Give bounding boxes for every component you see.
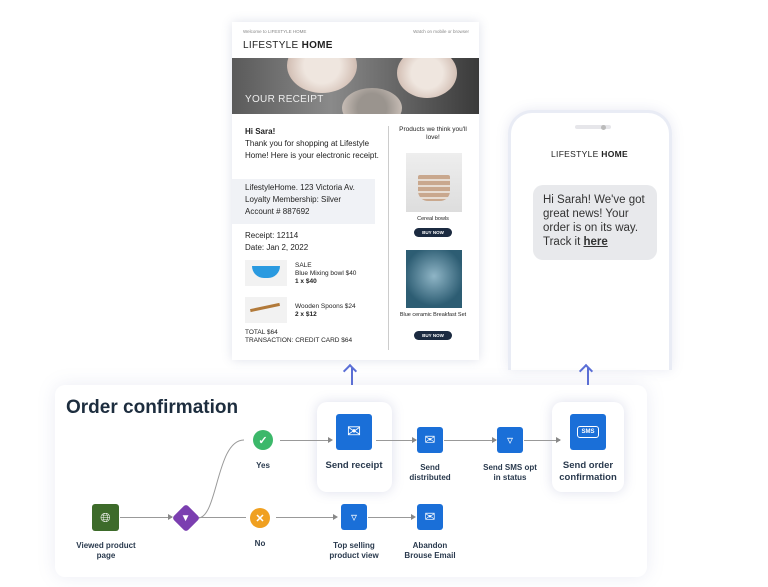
email-send-icon[interactable]: ✉ — [417, 427, 443, 453]
welcome-text: Welcome to LIFESTYLE HOME — [243, 29, 307, 34]
node-label: Send order confirmation — [559, 460, 617, 483]
connector — [444, 440, 496, 441]
email-send-icon[interactable]: ✉ — [336, 414, 372, 450]
sms-brand-logo: LIFESTYLE HOME — [551, 149, 628, 159]
arrowhead — [492, 437, 497, 443]
filter-icon[interactable]: ▿ — [341, 504, 367, 530]
email-brand-logo: LIFESTYLE HOME — [243, 40, 333, 51]
column-divider — [388, 126, 389, 350]
connector — [198, 517, 246, 518]
email-send-icon[interactable]: ✉ — [417, 504, 443, 530]
node-label: Abandon Brouse Email — [404, 541, 456, 560]
connector — [524, 440, 560, 441]
flow-title: Order confirmation — [66, 397, 239, 418]
arrow-up-icon — [587, 368, 589, 396]
phone-camera — [601, 125, 606, 130]
check-icon: ✓ — [253, 430, 273, 450]
x-icon: ✕ — [250, 508, 270, 528]
breakfast-set-image — [406, 250, 462, 308]
arrowhead — [168, 514, 173, 520]
node-label: No — [254, 539, 266, 548]
intro-text: Thank you for shopping at Lifestyle Home… — [245, 139, 379, 160]
mixing-bowl-image — [245, 260, 287, 286]
account-info: LifestyleHome. 123 Victoria Av.Loyalty M… — [232, 179, 375, 224]
node-label: Send distributed — [409, 463, 451, 482]
node-label: Send receipt — [325, 460, 383, 471]
receipt-banner: YOUR RECEIPT — [232, 58, 479, 114]
arrow-up-icon — [351, 368, 353, 396]
track-link[interactable]: here — [583, 236, 608, 248]
watch-link[interactable]: Watch on mobile or browser — [413, 29, 469, 34]
globe-icon[interactable]: 🌐︎ — [92, 504, 119, 531]
arrowhead — [412, 437, 417, 443]
cereal-bowls-image — [406, 153, 462, 212]
arrowhead — [328, 437, 333, 443]
connector — [368, 517, 414, 518]
arrowhead — [333, 514, 338, 520]
product-name: Cereal bowls — [417, 216, 449, 222]
sms-message-bubble: Hi Sarah! We've got great news! Your ord… — [533, 185, 657, 260]
greeting-block: Hi Sara! Thank you for shopping at Lifes… — [245, 126, 380, 162]
product-name: Blue ceramic Breakfast Set — [399, 312, 467, 318]
connector — [120, 517, 172, 518]
connector — [376, 440, 416, 441]
node-label: Viewed product page — [76, 541, 136, 560]
connector — [276, 517, 336, 518]
arrowhead — [556, 437, 561, 443]
recommend-title: Products we think you'll love! — [399, 126, 467, 141]
email-receipt-preview: Welcome to LIFESTYLE HOME Watch on mobil… — [232, 22, 479, 360]
greeting: Hi Sara! — [245, 127, 276, 136]
node-label: Yes — [256, 461, 270, 470]
banner-title: YOUR RECEIPT — [245, 94, 324, 105]
phone-speaker — [575, 125, 611, 129]
branch-connector — [198, 439, 245, 519]
arrowhead — [411, 514, 416, 520]
node-label: Send SMS opt in status — [483, 463, 537, 482]
wooden-spoons-image — [245, 297, 287, 323]
connector — [280, 440, 330, 441]
buy-now-button[interactable]: BUY NOW — [414, 331, 452, 340]
sms-icon[interactable]: SMS — [570, 414, 606, 450]
filter-icon[interactable]: ▿ — [497, 427, 523, 453]
phone-sms-preview: LIFESTYLE HOME Hi Sarah! We've got great… — [508, 110, 672, 370]
node-label: Top selling product view — [329, 541, 379, 560]
buy-now-button[interactable]: BUY NOW — [414, 228, 452, 237]
